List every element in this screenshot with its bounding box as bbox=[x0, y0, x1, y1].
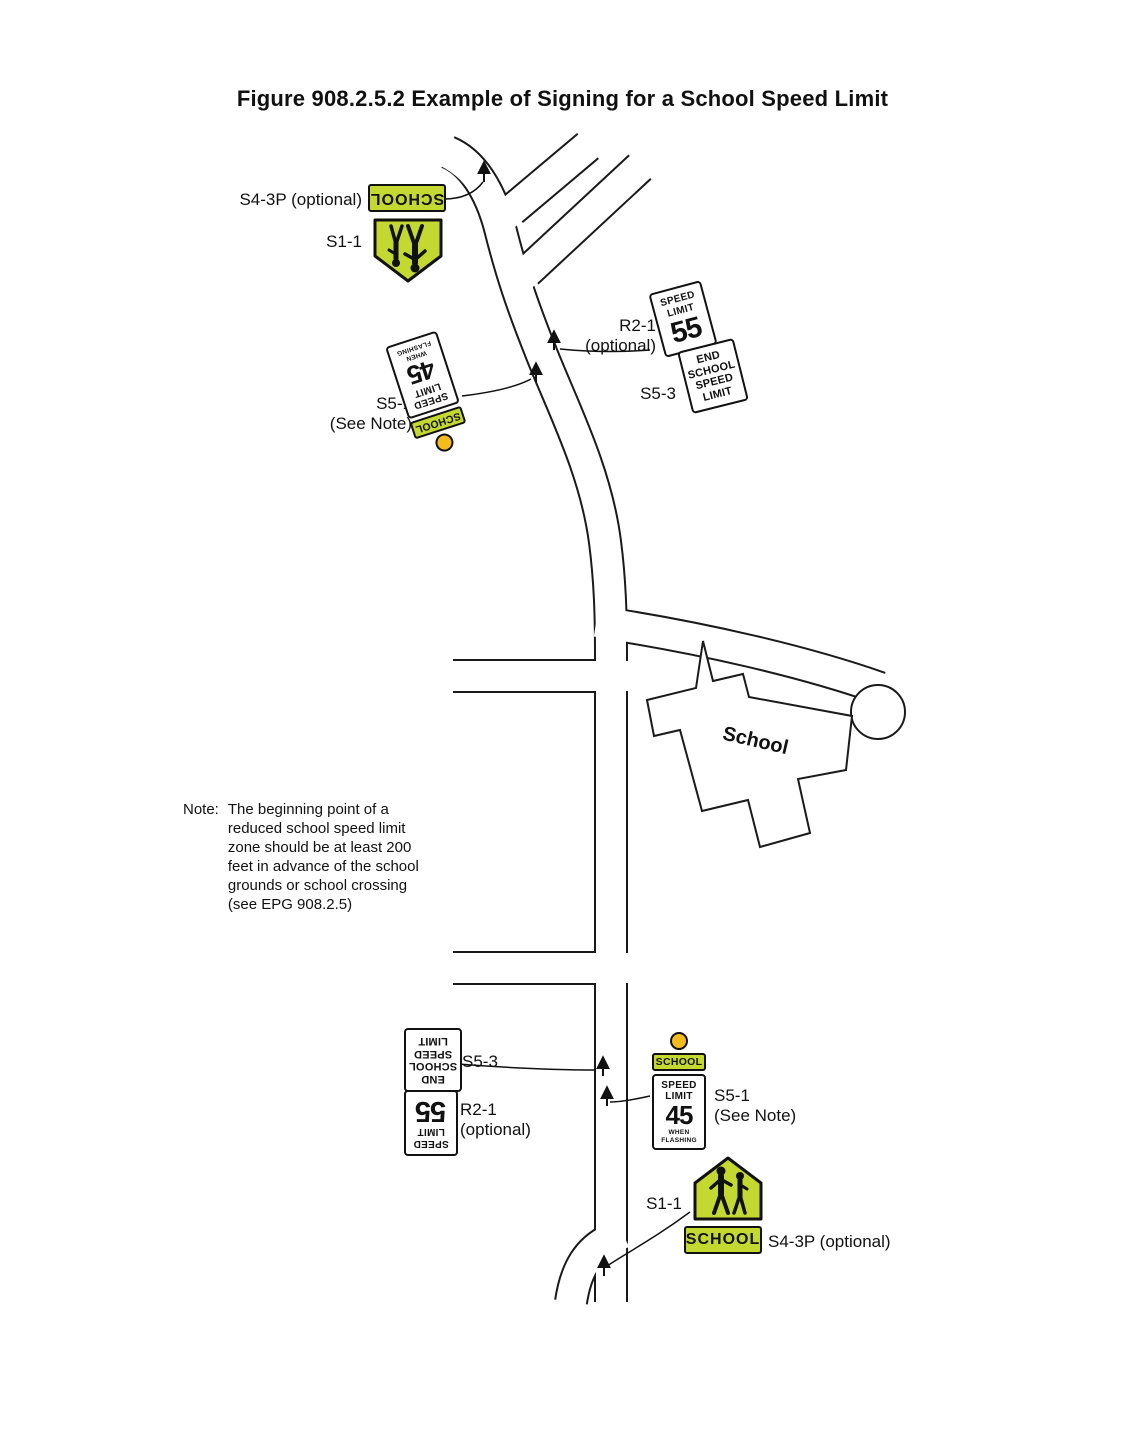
leader-s11-bottom bbox=[606, 1211, 691, 1267]
cul-de-sac-circle bbox=[850, 684, 906, 740]
flashing-beacon-icon bbox=[670, 1032, 688, 1050]
limit-word: LIMIT bbox=[665, 1091, 693, 1102]
label-s1-1-top: S1-1 bbox=[326, 232, 362, 251]
leader-s51-mid bbox=[461, 378, 532, 397]
label-line: (optional) bbox=[585, 336, 656, 355]
school-plaque-sign-top: SCHOOL bbox=[368, 184, 446, 212]
label-line: (optional) bbox=[460, 1120, 531, 1139]
school-plaque-text: SCHOOL bbox=[655, 1056, 703, 1068]
side-street-ne2 bbox=[505, 145, 662, 294]
school-plaque-sign: SCHOOL bbox=[652, 1053, 706, 1071]
label-line: (See Note) bbox=[329, 414, 412, 433]
leader-s51-bottom bbox=[609, 1095, 651, 1103]
school-crossing-sign-top bbox=[372, 212, 444, 283]
note-line: The beginning point of a bbox=[227, 801, 389, 818]
leader-s53-top bbox=[559, 348, 651, 353]
label-line: R2-1 bbox=[460, 1100, 497, 1119]
leader-s43p-top bbox=[443, 181, 484, 200]
flashing-word: FLASHING bbox=[661, 1137, 697, 1144]
leader-s53-bottom bbox=[457, 1063, 597, 1071]
note-line: (see EPG 908.2.5) bbox=[227, 896, 353, 913]
label-r2-1-top: R2-1 (optional) bbox=[560, 316, 656, 356]
label-line: R2-1 bbox=[619, 316, 656, 335]
label-s5-3-bottom: S5-3 bbox=[462, 1052, 498, 1071]
south-stub bbox=[553, 1219, 630, 1320]
pedestrian-figures-icon bbox=[387, 224, 427, 273]
school-speed-limit-45-sign: SPEED LIMIT 45 WHEN FLASHING bbox=[652, 1074, 706, 1150]
figure-title: Figure 908.2.5.2 Example of Signing for … bbox=[236, 86, 889, 111]
leader-lines bbox=[443, 181, 691, 1267]
label-s1-1-bottom: S1-1 bbox=[646, 1194, 682, 1213]
label-line: S5-1 bbox=[714, 1086, 750, 1105]
note-line: grounds or school crossing bbox=[227, 877, 408, 894]
speed-value-45: 45 bbox=[665, 1100, 694, 1130]
speed-value-55: 55 bbox=[667, 311, 705, 350]
label-r2-1-bottom: R2-1 (optional) bbox=[460, 1100, 531, 1140]
speed-word: SPEED bbox=[413, 1138, 449, 1149]
location-arrows bbox=[477, 160, 614, 1276]
label-line: (See Note) bbox=[714, 1106, 797, 1125]
speed-word: SPEED bbox=[661, 1080, 697, 1091]
label-s4-3p-bottom: S4-3P (optional) bbox=[768, 1232, 891, 1251]
note-text: The beginning point of a reduced school … bbox=[228, 800, 419, 914]
label-s5-3-top: S5-3 bbox=[640, 384, 676, 403]
speed-word: SPEED bbox=[413, 1048, 453, 1060]
label-s5-1-mid: S5-1 (See Note) bbox=[320, 394, 412, 434]
school-speed-limit-assembly-bottom: SCHOOL SPEED LIMIT 45 WHEN FLASHING bbox=[652, 1032, 706, 1150]
pedestrian-figures-icon bbox=[709, 1166, 749, 1215]
school-word: SCHOOL bbox=[408, 1060, 458, 1073]
label-line: S5-1 bbox=[376, 394, 412, 413]
note-line: feet in advance of the school bbox=[227, 858, 419, 875]
note-block: Note: The beginning point of a reduced s… bbox=[183, 800, 419, 914]
school-street bbox=[593, 606, 900, 708]
limit-word: LIMIT bbox=[418, 1035, 448, 1048]
end-school-speed-limit-sign-bottom: END SCHOOL SPEED LIMIT bbox=[404, 1028, 462, 1092]
school-plaque-text: SCHOOL bbox=[685, 1231, 761, 1248]
when-word: WHEN bbox=[668, 1129, 690, 1136]
school-crossing-pentagon bbox=[693, 1156, 763, 1221]
note-label: Note: bbox=[183, 801, 219, 818]
limit-word: LIMIT bbox=[417, 1126, 445, 1138]
school-crossing-pentagon bbox=[373, 218, 443, 283]
school-plaque-sign-bottom: SCHOOL bbox=[684, 1226, 762, 1254]
speed-limit-55-sign-bottom: SPEED LIMIT 55 bbox=[404, 1090, 458, 1156]
school-plaque-text: SCHOOL bbox=[369, 190, 445, 207]
label-s5-1-bottom: S5-1 (See Note) bbox=[714, 1086, 796, 1126]
label-s4-3p-top: S4-3P (optional) bbox=[239, 190, 362, 209]
speed-value-55: 55 bbox=[415, 1095, 447, 1127]
end-word: END bbox=[421, 1073, 445, 1085]
school-building bbox=[645, 640, 854, 849]
road-surfaces bbox=[428, 124, 900, 1320]
note-line: zone should be at least 200 bbox=[227, 839, 412, 856]
school-crossing-sign-bottom bbox=[692, 1156, 764, 1227]
note-line: reduced school speed limit bbox=[227, 820, 406, 837]
side-street-ne1 bbox=[490, 124, 610, 232]
